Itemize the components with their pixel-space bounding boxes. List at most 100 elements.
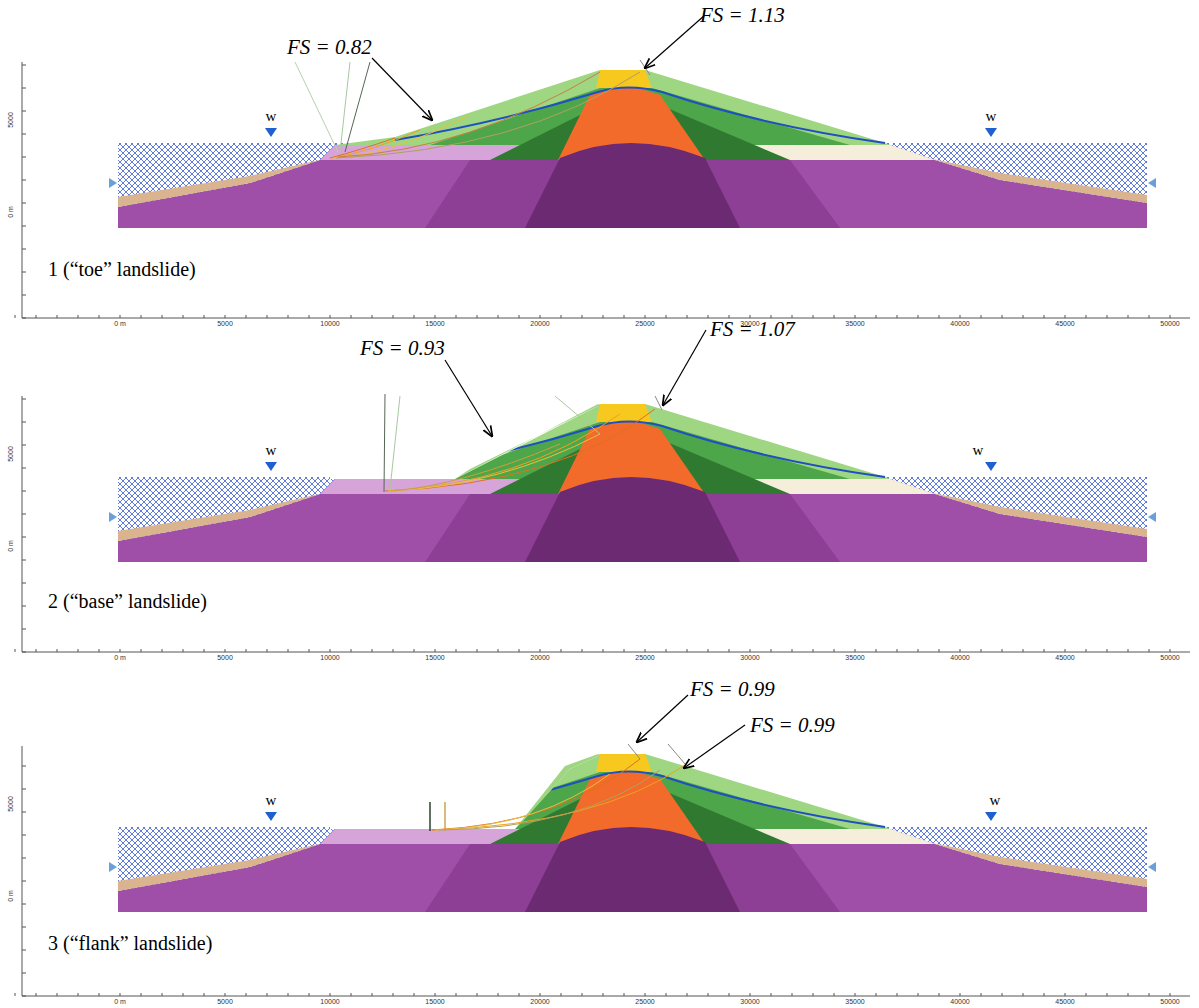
y-axis bbox=[22, 746, 23, 996]
axis-tick bbox=[792, 993, 793, 996]
axis-tick bbox=[582, 993, 583, 996]
water-level-label: w bbox=[266, 792, 277, 809]
x-axis-label: 10000 bbox=[320, 320, 339, 328]
axis-tick bbox=[22, 491, 26, 492]
slip-surfaces bbox=[384, 394, 662, 492]
axis-tick bbox=[204, 315, 205, 318]
x-axis-label: 20000 bbox=[530, 654, 549, 662]
axis-tick bbox=[540, 993, 541, 996]
x-axis-label: 20000 bbox=[530, 320, 549, 328]
axis-tick bbox=[1044, 315, 1045, 318]
axis-tick bbox=[372, 649, 373, 652]
axis-tick bbox=[876, 315, 877, 318]
drawing-part bbox=[391, 444, 560, 491]
axis-tick bbox=[645, 315, 646, 318]
axis-tick bbox=[1128, 315, 1129, 318]
axis-tick bbox=[22, 203, 26, 204]
axis-tick bbox=[876, 993, 877, 996]
drawing-part bbox=[434, 765, 685, 830]
x-axis-label: 45000 bbox=[1055, 998, 1074, 1006]
axis-tick bbox=[603, 993, 604, 996]
axis-tick bbox=[57, 993, 58, 996]
axis-tick bbox=[330, 649, 331, 652]
axis-tick bbox=[183, 993, 184, 996]
axis-tick bbox=[99, 315, 100, 318]
axis-tick bbox=[1086, 649, 1087, 652]
axis-tick bbox=[330, 993, 331, 996]
axis-tick bbox=[22, 88, 26, 89]
drawing-part bbox=[668, 744, 685, 764]
x-axis-label: 0 m bbox=[114, 320, 126, 328]
axis-tick bbox=[309, 649, 310, 652]
axis-tick bbox=[477, 993, 478, 996]
axis-tick bbox=[22, 272, 26, 273]
x-axis-label: 40000 bbox=[950, 320, 969, 328]
axis-tick bbox=[22, 789, 26, 790]
axis-tick bbox=[771, 649, 772, 652]
water-markers bbox=[109, 462, 1156, 522]
axis-tick bbox=[876, 649, 877, 652]
drawing-part bbox=[655, 396, 662, 410]
axis-tick bbox=[141, 649, 142, 652]
slip-surfaces bbox=[430, 744, 685, 831]
x-axis-label: 25000 bbox=[635, 654, 654, 662]
axis-tick bbox=[981, 649, 982, 652]
x-axis-label: 35000 bbox=[845, 998, 864, 1006]
axis-tick bbox=[141, 315, 142, 318]
axis-tick bbox=[22, 904, 26, 905]
axis-tick bbox=[666, 649, 667, 652]
leader-arrow bbox=[445, 360, 492, 436]
axis-tick bbox=[225, 993, 226, 996]
axis-tick bbox=[22, 422, 26, 423]
volcano-cone bbox=[335, 70, 890, 228]
x-axis-label: 50000 bbox=[1160, 654, 1179, 662]
x-axis-label: 0 m bbox=[114, 654, 126, 662]
axis-tick bbox=[22, 881, 26, 882]
axis-tick bbox=[22, 583, 26, 584]
safety-factor-label: FS = 0.82 bbox=[287, 36, 372, 59]
leader-arrow bbox=[637, 695, 688, 742]
axis-tick bbox=[792, 649, 793, 652]
axis-tick bbox=[22, 134, 26, 135]
axis-tick bbox=[456, 993, 457, 996]
safety-factor-label: FS = 0.99 bbox=[690, 678, 775, 701]
leader-arrow bbox=[372, 58, 432, 120]
axis-tick bbox=[330, 315, 331, 318]
axis-tick bbox=[519, 649, 520, 652]
drawing-part bbox=[438, 770, 660, 830]
axis-tick bbox=[57, 649, 58, 652]
axis-tick bbox=[540, 649, 541, 652]
axis-tick bbox=[414, 315, 415, 318]
axis-tick bbox=[22, 927, 26, 928]
drawing-part bbox=[387, 414, 620, 491]
axis-tick bbox=[729, 649, 730, 652]
axis-tick bbox=[1107, 315, 1108, 318]
axis-tick bbox=[603, 649, 604, 652]
axis-tick bbox=[351, 993, 352, 996]
x-axis-label: 0 m bbox=[114, 998, 126, 1006]
axis-tick bbox=[750, 993, 751, 996]
x-axis-label: 30000 bbox=[740, 654, 759, 662]
axis-tick bbox=[834, 649, 835, 652]
axis-tick bbox=[36, 993, 37, 996]
axis-tick bbox=[561, 993, 562, 996]
axis-tick bbox=[687, 993, 688, 996]
axis-tick bbox=[22, 996, 26, 997]
axis-tick bbox=[141, 993, 142, 996]
x-axis-label: 15000 bbox=[425, 654, 444, 662]
drawing-part bbox=[432, 759, 640, 830]
axis-tick bbox=[687, 649, 688, 652]
safety-factor-label: FS = 0.99 bbox=[750, 714, 835, 737]
axis-tick bbox=[183, 315, 184, 318]
axis-tick bbox=[36, 649, 37, 652]
removed-mass bbox=[330, 389, 598, 479]
axis-tick bbox=[414, 993, 415, 996]
axis-tick bbox=[15, 315, 16, 318]
drawing-part bbox=[389, 434, 600, 491]
axis-tick bbox=[981, 315, 982, 318]
x-axis bbox=[22, 996, 1190, 997]
water-markers bbox=[109, 128, 1156, 188]
x-axis-label: 40000 bbox=[950, 654, 969, 662]
axis-tick bbox=[309, 993, 310, 996]
axis-tick bbox=[22, 812, 26, 813]
